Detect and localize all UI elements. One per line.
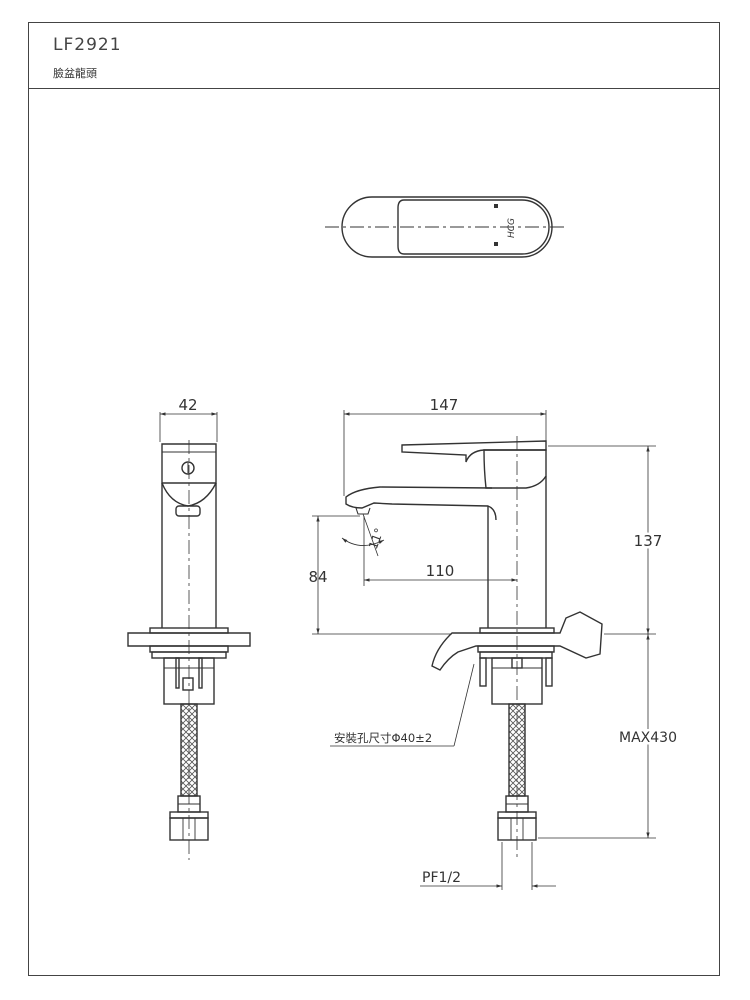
- dim-label-side-width: 42: [178, 396, 197, 414]
- dim-label-spout-reach: 110: [426, 562, 455, 580]
- dim-label-reach-total: 147: [430, 396, 459, 414]
- front-hose: [508, 703, 526, 797]
- side-hose: [180, 703, 198, 797]
- side-counter-top: [127, 632, 251, 647]
- dim-label-mount-hole: 安裝孔尺寸Φ40±2: [334, 731, 432, 745]
- title-block: LF2921 臉盆龍頭: [29, 23, 719, 89]
- front-counter-section: [431, 611, 603, 671]
- dim-label-spout-height: 84: [308, 568, 327, 586]
- dim-label-spout-angle: 11°: [366, 526, 386, 551]
- dim-arc-spout-angle: [341, 537, 385, 546]
- indicator-dot-bottom: [494, 242, 498, 246]
- front-handle-lever: [401, 440, 547, 463]
- dim-label-hose-length: MAX430: [619, 730, 677, 746]
- side-view: [127, 412, 251, 860]
- brand-logo: HCG: [507, 218, 517, 238]
- top-view-handle: [397, 199, 550, 255]
- front-view: [312, 410, 656, 890]
- drawing-frame: LF2921 臉盆龍頭: [28, 22, 720, 976]
- front-spout: [345, 486, 497, 521]
- front-hex-nut: [497, 817, 537, 841]
- product-name: 臉盆龍頭: [53, 67, 97, 80]
- top-view-body: [341, 196, 553, 258]
- dim-label-thread: PF1/2: [422, 870, 461, 886]
- model-code: LF2921: [53, 35, 122, 55]
- side-indicator-circle: [181, 461, 195, 475]
- front-body-head: [483, 449, 547, 489]
- top-view: HCG: [325, 196, 566, 258]
- indicator-dot-top: [494, 204, 498, 208]
- side-hex-nut: [169, 817, 209, 841]
- dim-label-body-height: 137: [634, 532, 663, 550]
